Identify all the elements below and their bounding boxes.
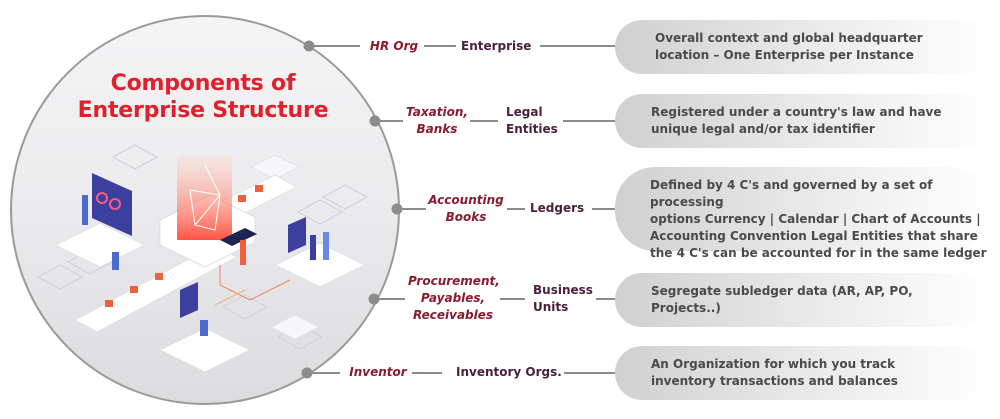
person — [112, 252, 119, 270]
description-line: Accounting Convention Legal Entities tha… — [650, 229, 978, 243]
chart-ring — [109, 198, 121, 210]
conveyor-boxes — [105, 185, 263, 307]
person — [310, 235, 316, 260]
person — [200, 320, 208, 336]
component-label-enterprise: Enterprise — [461, 39, 532, 53]
connector-dot — [301, 367, 313, 379]
component-label-legal-entities: Legal Entities — [506, 105, 558, 136]
floor-tile-solid — [269, 314, 321, 340]
wire — [214, 289, 246, 306]
description-line: An Organization for which you track — [651, 357, 896, 371]
category-label-hr-org: HR Org — [369, 39, 419, 53]
category-label-procurement-payables-receivables: Procurement, Payables, Receivables — [408, 274, 500, 322]
conveyor-belt — [73, 244, 239, 333]
bar-chart-screen — [288, 217, 306, 253]
diagram-title: Components of Enterprise Structure — [48, 70, 358, 124]
analytics-screen — [180, 282, 198, 318]
platform-bottom — [158, 327, 252, 373]
title-line-1: Components of — [110, 71, 296, 96]
wire — [219, 265, 291, 301]
description-line: inventory transactions and balances — [651, 374, 898, 388]
person — [240, 240, 246, 265]
category-label-accounting-books: Accounting Books — [428, 193, 504, 224]
component-label-business-units: Business Units — [533, 283, 593, 314]
data-beam — [177, 155, 232, 240]
description-line: Defined by 4 C's and governed by a set o… — [650, 178, 933, 209]
connector-dot — [369, 115, 381, 127]
component-label-inventory-orgs: Inventory Orgs. — [456, 365, 562, 379]
description-line: location – One Enterprise per Instance — [655, 48, 914, 62]
description-pill-enterprise: Overall context and global headquarter l… — [615, 20, 990, 74]
description-line: the 4 C's can be accounted for in the sa… — [650, 246, 987, 260]
person — [82, 195, 88, 225]
platform-right — [273, 242, 367, 288]
chart-ring — [96, 192, 108, 204]
description-line: Overall context and global headquarter — [655, 31, 923, 45]
description-pill-legal-entities: Registered under a country's law and hav… — [615, 94, 990, 148]
description-pill-ledgers: Defined by 4 C's and governed by a set o… — [615, 167, 990, 260]
description-line: Segregate subledger data (AR, AP, PO, — [651, 284, 913, 298]
connector-dot — [368, 293, 380, 305]
network-lines — [189, 164, 221, 231]
isometric-enterprise-illustration-icon — [36, 144, 369, 373]
person — [323, 232, 329, 260]
description-line: Registered under a country's law and hav… — [651, 105, 942, 119]
description-line: Projects..) — [651, 301, 721, 315]
category-label-taxation-banks: Taxation, Banks — [406, 105, 468, 136]
category-label-inventor: Inventor — [349, 365, 407, 379]
component-label-ledgers: Ledgers — [530, 201, 585, 215]
description-pill-business-units: Segregate subledger data (AR, AP, PO, Pr… — [615, 273, 990, 327]
connector-dot — [391, 203, 403, 215]
description-line: options Currency | Calendar | Chart of A… — [650, 212, 981, 226]
description-pill-inventory-orgs: An Organization for which you track inve… — [615, 346, 990, 400]
platform-left — [53, 222, 147, 268]
dashboard-screen — [92, 173, 132, 236]
title-line-2: Enterprise Structure — [77, 98, 329, 123]
description-line: unique legal and/or tax identifier — [651, 122, 875, 136]
connector-dot — [303, 40, 315, 52]
control-panel — [220, 228, 257, 246]
